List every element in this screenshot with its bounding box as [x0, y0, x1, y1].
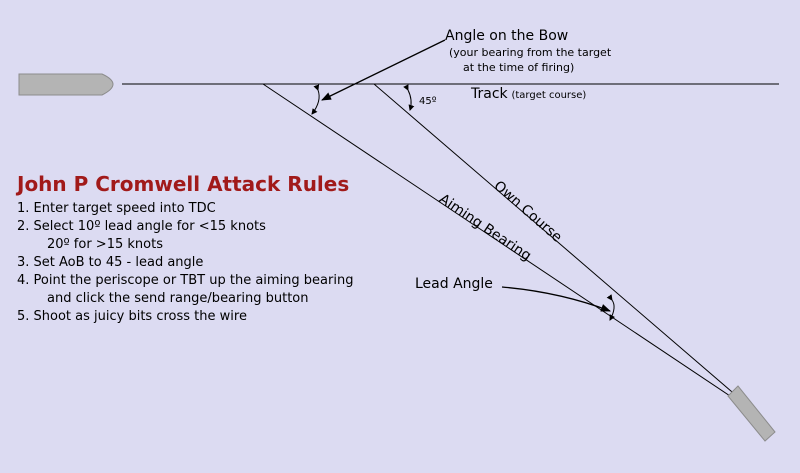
attack-rule-continuation: and click the send range/bearing button [47, 291, 309, 306]
lead-angle-arc [606, 294, 616, 321]
attack-rule-text: 1. Enter target speed into TDC [17, 201, 216, 216]
attack-rule-item: 1. Enter target speed into TDC [17, 200, 353, 218]
attack-rule-continuation: 20º for >15 knots [47, 237, 163, 252]
own-course-line [373, 83, 761, 417]
angle-on-bow-arc [311, 84, 320, 115]
submarine [727, 385, 776, 442]
attack-rules-list: 1. Enter target speed into TDC 2. Select … [17, 200, 353, 326]
lead-angle-pointer [501, 286, 611, 312]
track-label: Track [471, 86, 508, 102]
attack-rule-item: 2. Select 10º lead angle for <15 knots 20… [17, 218, 353, 254]
angle-on-bow-note-line1: (your bearing from the target [449, 46, 612, 59]
attack-rule-text: 2. Select 10º lead angle for <15 knots [17, 219, 266, 234]
forty-five-label: 45º [419, 96, 437, 107]
angle-on-bow-title: Angle on the Bow [445, 28, 569, 44]
attack-rule-text: 3. Set AoB to 45 - lead angle [17, 255, 204, 270]
angle-on-bow-pointer [321, 39, 446, 101]
attack-rule-item: 4. Point the periscope or TBT up the aim… [17, 272, 353, 308]
attack-rule-text: 5. Shoot as juicy bits cross the wire [17, 309, 247, 324]
angle-on-bow-note-line2: at the time of firing) [463, 61, 575, 74]
attack-rules-title: John P Cromwell Attack Rules [17, 172, 350, 196]
attack-rule-item: 5. Shoot as juicy bits cross the wire [17, 308, 353, 326]
attack-rule-text: 4. Point the periscope or TBT up the aim… [17, 273, 354, 288]
track-note: (target course) [511, 90, 587, 101]
attack-rule-item: 3. Set AoB to 45 - lead angle [17, 254, 353, 272]
lead-angle-label: Lead Angle [415, 276, 493, 292]
track-label-group: Track (target course) [471, 86, 586, 103]
target-ship [18, 73, 114, 96]
attack-rules-panel: John P Cromwell Attack Rules 1. Enter ta… [17, 172, 353, 326]
aiming-bearing-line [262, 83, 761, 417]
forty-five-angle-arc [403, 84, 415, 111]
